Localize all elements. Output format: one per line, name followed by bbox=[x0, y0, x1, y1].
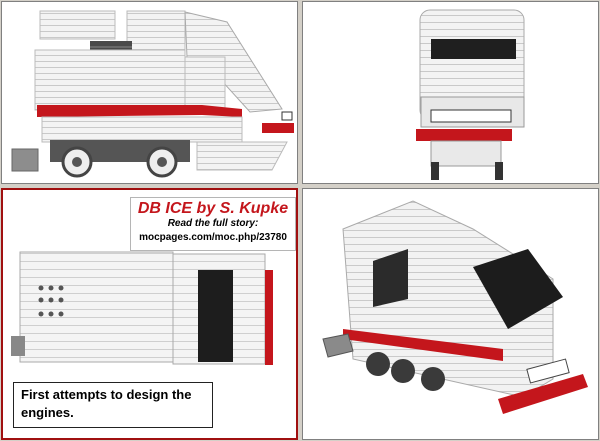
front-view-drawing bbox=[416, 9, 525, 180]
info-subtitle: Read the full story: bbox=[167, 218, 259, 229]
wheel bbox=[391, 359, 415, 383]
wheel bbox=[431, 162, 439, 180]
coupler-block bbox=[11, 148, 39, 172]
windshield bbox=[431, 39, 516, 59]
coupler-block bbox=[322, 333, 354, 358]
roof bbox=[19, 251, 174, 363]
side-view-panel bbox=[1, 1, 298, 184]
number-plate bbox=[526, 358, 570, 384]
front-view-panel bbox=[302, 1, 599, 184]
lower-body bbox=[41, 116, 243, 143]
info-url[interactable]: mocpages.com/moc.php/23780 bbox=[139, 232, 287, 243]
red-bumper bbox=[498, 374, 588, 414]
number-plate bbox=[430, 109, 512, 123]
red-stripe bbox=[37, 105, 242, 117]
side-view-drawing bbox=[11, 10, 294, 178]
info-box: DB ICE by S. Kupke Read the full story: … bbox=[130, 197, 296, 251]
side-window bbox=[373, 249, 408, 307]
wheel bbox=[495, 162, 503, 180]
red-bumper bbox=[416, 129, 512, 141]
coupler-block bbox=[11, 336, 25, 356]
top-view-panel: DB ICE by S. Kupke Read the full story: … bbox=[1, 188, 298, 440]
wheel bbox=[421, 367, 445, 391]
window bbox=[198, 270, 233, 362]
roof-block bbox=[39, 10, 116, 40]
front-skirt bbox=[196, 141, 288, 171]
isometric-view-panel bbox=[302, 188, 599, 440]
red-nose bbox=[265, 270, 273, 365]
headlight bbox=[281, 111, 293, 121]
isometric-drawing bbox=[322, 200, 588, 414]
top-view-drawing bbox=[11, 251, 273, 365]
red-stripe bbox=[343, 329, 503, 361]
skirt bbox=[430, 140, 502, 167]
windshield bbox=[473, 249, 563, 329]
body-front bbox=[184, 56, 226, 111]
wheel bbox=[366, 352, 390, 376]
roof-block bbox=[126, 10, 186, 52]
red-nose-bar bbox=[262, 123, 294, 133]
body bbox=[34, 49, 186, 111]
caption-box: First attempts to design the engines. bbox=[13, 382, 213, 428]
info-title: DB ICE by S. Kupke bbox=[137, 200, 289, 217]
